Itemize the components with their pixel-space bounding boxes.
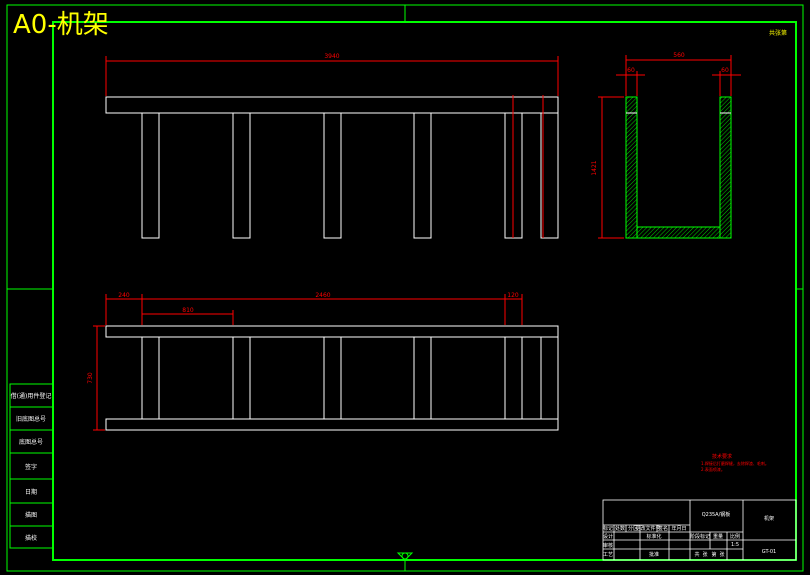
tb-r1-0: 标记 xyxy=(603,525,613,532)
front-view-dims xyxy=(105,56,559,238)
dim-side-left: 60 xyxy=(627,67,635,74)
side-label-1: 旧底图总号 xyxy=(16,415,46,423)
title-block xyxy=(602,499,797,561)
side-view-dims xyxy=(598,55,741,239)
top-cross-1 xyxy=(141,336,160,420)
side-labels: 借(通)用件登记 旧底图总号 底图总号 签字 日期 描图 描校 xyxy=(11,392,52,542)
top-cross-2 xyxy=(232,336,251,420)
dim-bottom-b: 2460 xyxy=(315,292,330,299)
dim-side-right: 60 xyxy=(721,67,729,74)
tb-r4-3: 张 xyxy=(702,551,707,558)
front-leg-2 xyxy=(232,112,251,239)
top-cross-5 xyxy=(504,336,523,420)
side-bottom-beam xyxy=(636,226,721,239)
dim-side-width: 560 xyxy=(673,52,685,59)
dim-bottom-c: 120 xyxy=(507,292,519,299)
top-cross-4 xyxy=(413,336,432,420)
side-label-4: 日期 xyxy=(25,488,37,496)
top-view xyxy=(105,325,559,431)
side-right-post xyxy=(719,96,732,239)
side-label-6: 描校 xyxy=(25,534,37,542)
tb-part-name: 机架 xyxy=(764,515,774,522)
dim-bottom-height: 730 xyxy=(87,372,94,384)
tb-r2-2: 阶段标记 xyxy=(690,533,710,540)
top-view-dims xyxy=(93,294,523,431)
side-label-2: 底图总号 xyxy=(19,438,43,446)
tech-line-1: 1.焊接后打磨焊缝，去除焊渣、毛刺。 xyxy=(701,460,769,466)
tb-r1-3: 更改文件号 xyxy=(635,525,660,532)
tb-drawing-no: GT-01 xyxy=(762,549,776,555)
dim-side-height: 1421 xyxy=(591,160,598,175)
tb-r1-4: 签名 xyxy=(658,525,668,532)
tb-r4-5: 张 xyxy=(719,551,724,558)
front-leg-3 xyxy=(323,112,342,239)
tb-r4-2: 共 xyxy=(694,551,699,558)
corner-note: 共张第 xyxy=(769,29,787,37)
tb-r1-1: 处数 xyxy=(615,525,625,532)
dim-top-length: 3940 xyxy=(324,53,339,60)
tb-scale: 1:5 xyxy=(731,542,739,548)
dim-bottom-a: 240 xyxy=(118,292,130,299)
tb-r4-4: 第 xyxy=(711,551,716,558)
tb-r3-0: 审核 xyxy=(603,542,613,549)
top-cross-3 xyxy=(323,336,342,420)
tb-r2-3: 重量 xyxy=(713,533,723,540)
front-leg-6 xyxy=(540,112,559,239)
top-cross-6 xyxy=(540,336,559,420)
side-left-post xyxy=(625,96,638,239)
tb-r4-1: 批准 xyxy=(649,551,659,558)
dim-bottom-inner: 810 xyxy=(182,307,194,314)
drawing-frame xyxy=(6,4,804,572)
side-label-5: 描图 xyxy=(25,511,37,519)
side-view xyxy=(625,96,732,239)
tb-r1-5: 年月日 xyxy=(671,525,686,532)
tb-r2-0: 设计 xyxy=(603,533,613,540)
tech-title: 技术要求 xyxy=(712,453,732,460)
front-leg-1 xyxy=(141,112,160,239)
side-label-column xyxy=(9,383,54,549)
side-label-0: 借(通)用件登记 xyxy=(11,392,52,400)
tb-r1-2: 分区 xyxy=(628,525,638,532)
tech-line-2: 2.表面喷漆。 xyxy=(701,466,725,472)
tb-material: Q235A/钢板 xyxy=(702,511,731,518)
front-leg-4 xyxy=(413,112,432,239)
tb-r2-4: 比例 xyxy=(730,533,740,540)
tb-r2-1: 标准化 xyxy=(646,533,661,540)
tb-r4-0: 工艺 xyxy=(603,552,613,558)
drawing-title: A0-机架 xyxy=(13,10,109,40)
title-block-text: Q235A/钢板 机架 GT-01 1:5 标记 处数 分区 更改文件号 签名 … xyxy=(603,511,776,558)
side-label-3: 签字 xyxy=(25,463,37,471)
